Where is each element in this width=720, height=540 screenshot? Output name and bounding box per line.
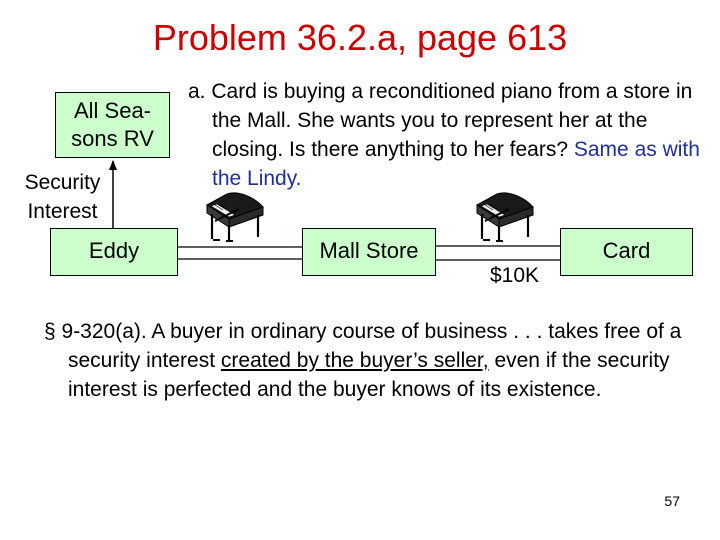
page-number: 57 [664,493,680,509]
security-interest-label: Security Interest [24,171,101,223]
debtor-box: Eddy [50,228,178,276]
statute-lead: § 9-320(a). A buyer in ordinary course o… [44,320,682,372]
problem-statement: a. Card is buying a reconditioned piano … [188,77,718,193]
problem-question: a. Card is buying a reconditioned piano … [188,80,693,161]
problem-note: Same as with the Lindy. [212,138,700,190]
statute-rest: even if the security interest is perfect… [68,349,670,401]
lender-box: All Sea-sons RV [55,92,170,158]
slide-title: Problem 36.2.a, page 613 [152,17,568,58]
statute-underlined: created by the buyer’s seller, [220,349,489,372]
price-label: $10K [490,264,540,287]
statute-quote: § 9-320(a). A buyer in ordinary course o… [44,317,694,404]
grand-piano-icon [476,192,534,242]
grand-piano-icon [206,192,264,242]
seller-box: Mall Store [302,228,436,276]
buyer-box: Card [560,228,693,276]
